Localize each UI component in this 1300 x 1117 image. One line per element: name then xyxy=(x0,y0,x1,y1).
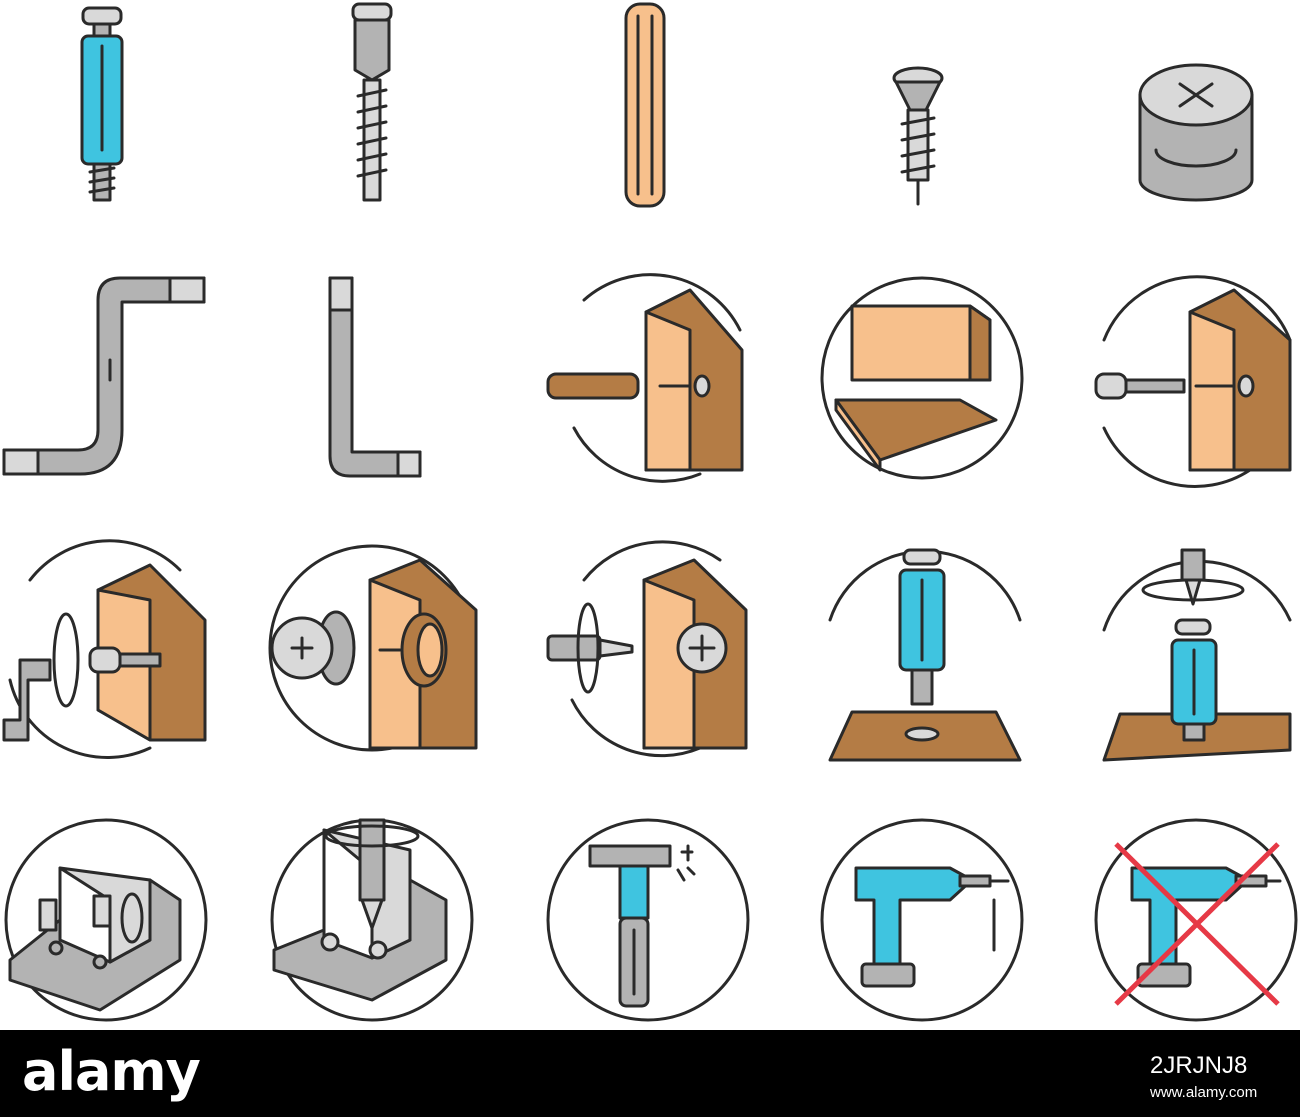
cam-bolt-in-panel-icon xyxy=(828,548,1022,762)
alamy-logo: alamy xyxy=(22,1040,201,1103)
crank-tighten-bolt-icon xyxy=(2,539,207,759)
image-code: 2JRJNJ8 xyxy=(1150,1052,1248,1079)
screwdriver-bracket-icon xyxy=(270,818,474,1022)
wood-dowel-icon xyxy=(624,2,666,208)
cam-lock-insert-icon xyxy=(268,544,478,752)
angle-bracket-screws-icon xyxy=(4,818,208,1022)
watermark-footer: alamy 2JRJNJ8 www.alamy.com xyxy=(0,1030,1300,1117)
furniture-assembly-icon-set: .o{stroke:#2a2a2a;stroke-width:3;stroke-… xyxy=(2,2,1298,1022)
cam-bolt-blue-icon xyxy=(80,6,124,202)
panel-assembly-icon xyxy=(820,276,1024,480)
power-drill-icon xyxy=(820,818,1024,1022)
screwdriver-rotate-bolt-icon xyxy=(1102,548,1292,762)
bolt-insert-hole-icon xyxy=(1094,275,1292,488)
hammer-icon xyxy=(546,818,750,1022)
cam-lock-nut-icon xyxy=(1138,63,1254,202)
z-hex-key-icon xyxy=(2,276,206,476)
no-power-drill-icon xyxy=(1094,818,1298,1022)
l-hex-key-icon xyxy=(328,276,422,478)
screwdriver-cam-icon xyxy=(546,540,748,758)
site-url: www.alamy.com xyxy=(1150,1084,1258,1101)
countersunk-screw-icon xyxy=(892,66,944,206)
dowel-insert-hole-icon xyxy=(546,273,744,483)
cam-screw-icon xyxy=(351,2,393,202)
